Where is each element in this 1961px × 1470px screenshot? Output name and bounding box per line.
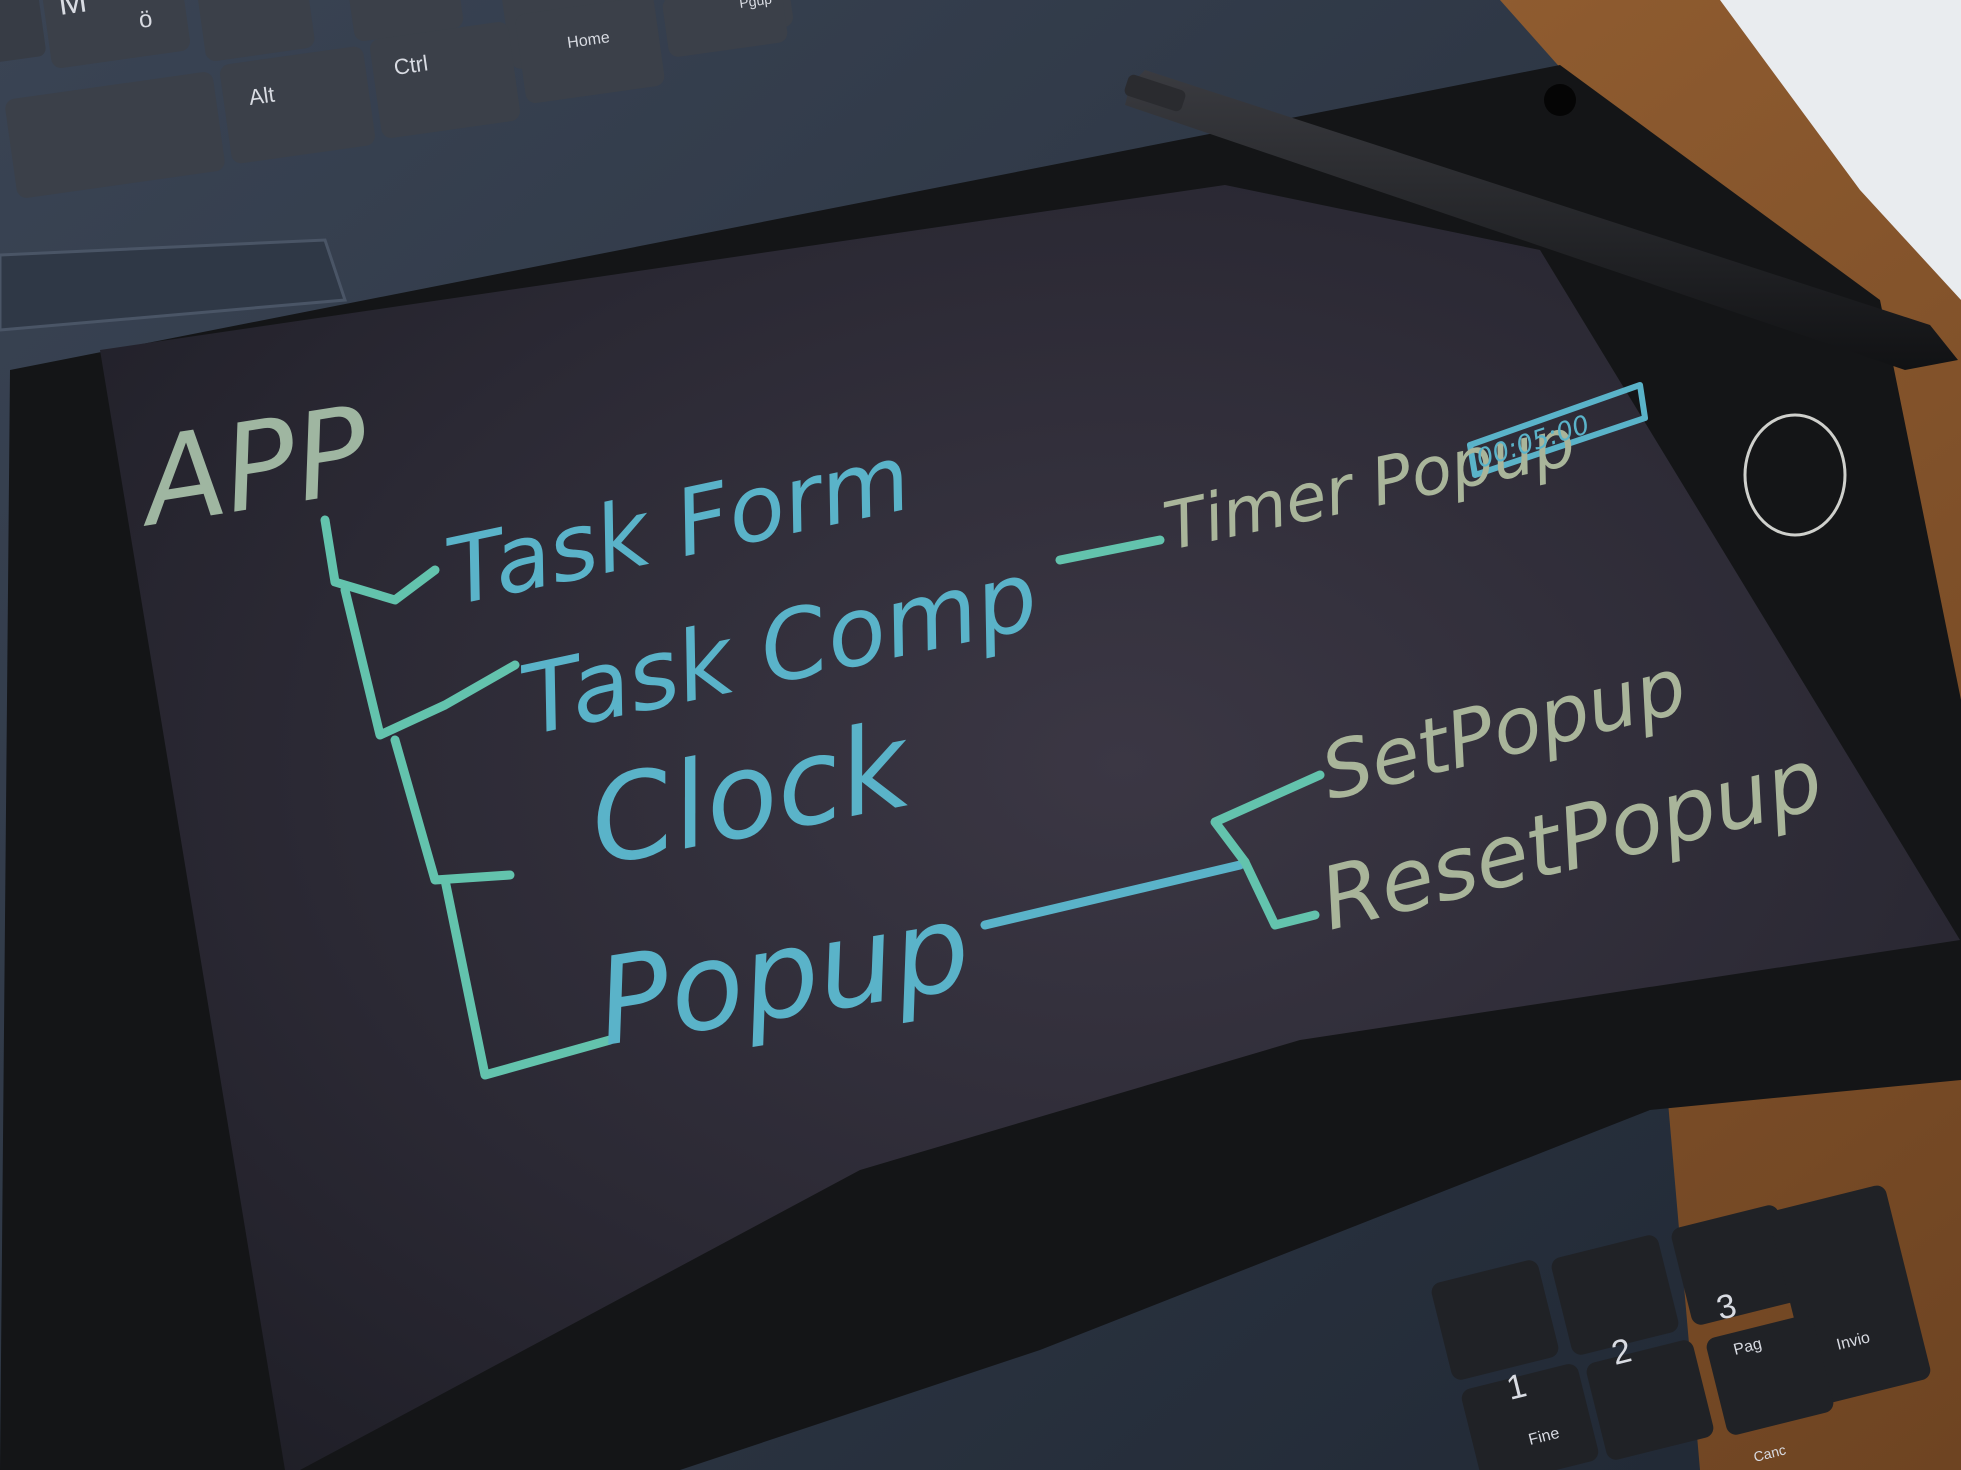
stylus-pen xyxy=(1124,70,1958,370)
key-canc: Canc xyxy=(1752,1441,1788,1464)
key-home: Home xyxy=(566,29,611,52)
key-alt: Alt xyxy=(247,82,276,110)
key-o-umlaut: ö xyxy=(137,5,154,34)
key-m: M xyxy=(56,0,89,23)
laptop-keypad-bottom xyxy=(1431,1185,1931,1470)
key-pag: Pag xyxy=(1732,1335,1764,1358)
diagram-connectors xyxy=(320,382,1648,1080)
paper-sheet xyxy=(1720,0,1961,300)
tablet-power-button xyxy=(1743,413,1847,537)
laptop-keyboard-top xyxy=(0,0,793,198)
tablet-camera-dot xyxy=(1544,84,1576,116)
tablet-screen xyxy=(100,185,1960,1470)
laptop-touchpad xyxy=(0,238,348,332)
key-ctrl: Ctrl xyxy=(392,50,429,80)
key-pgup: Pgup xyxy=(738,0,773,11)
